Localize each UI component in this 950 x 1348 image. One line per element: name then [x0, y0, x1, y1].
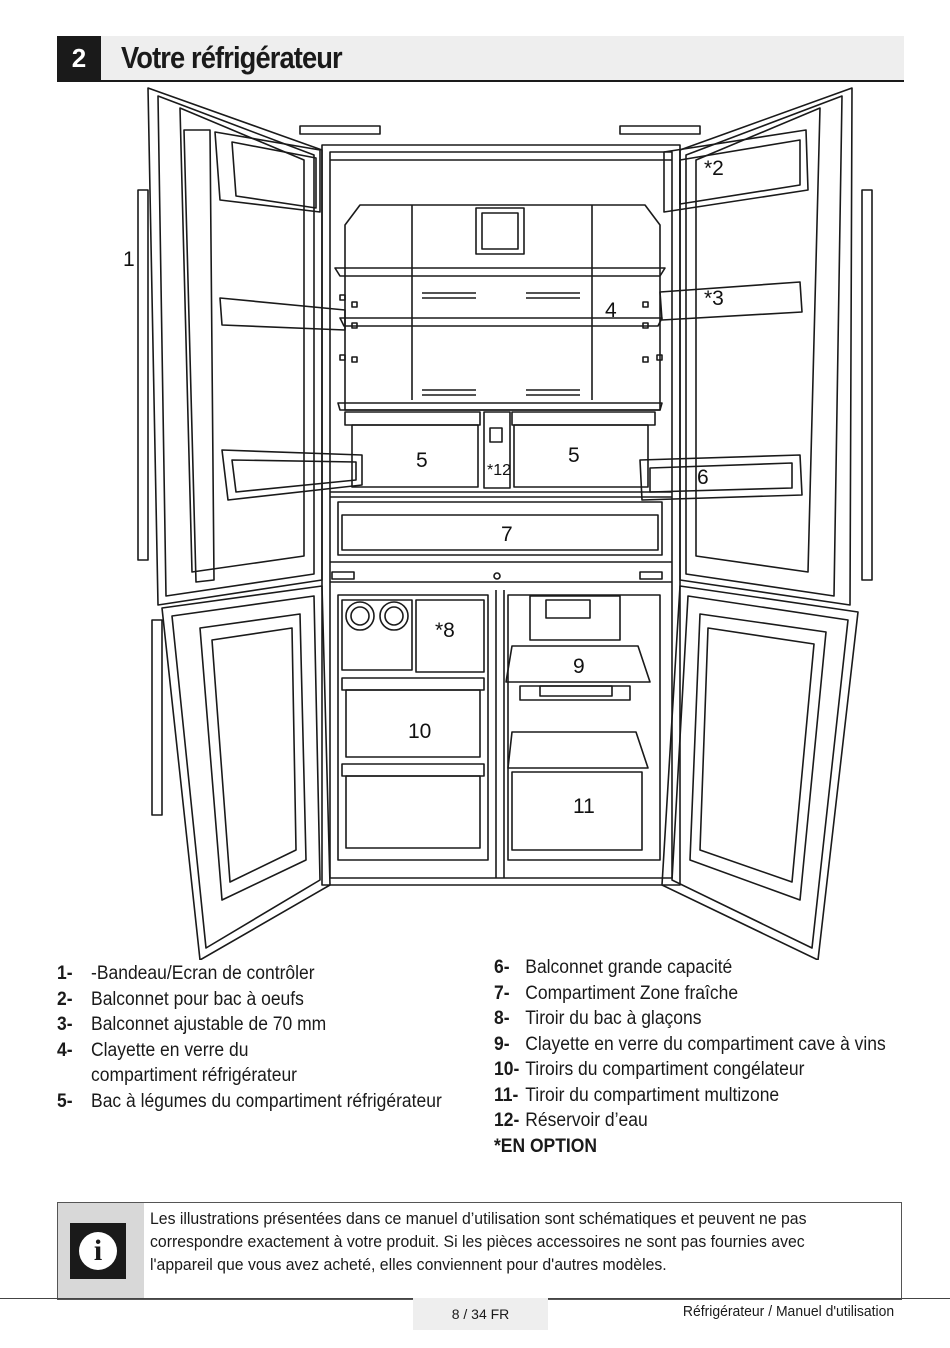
legend-item: 6-Balconnet grande capacité	[494, 957, 733, 978]
legend-item: 11-Tiroir du compartiment multizone	[494, 1084, 780, 1106]
legend-item: 1--Bandeau/Ecran de contrôler	[57, 963, 315, 984]
section-number: 2	[57, 36, 101, 80]
legend-item: 8-Tiroir du bac à glaçons	[494, 1008, 702, 1029]
legend-item: 4-Clayette en verre du compartiment réfr…	[57, 1039, 298, 1087]
callout-4: 4	[605, 299, 617, 322]
callout-5b: 5	[568, 444, 580, 467]
callout-12: *12	[487, 462, 512, 479]
option-note: *EN OPTION	[494, 1135, 597, 1157]
callout-2: *2	[704, 157, 724, 180]
legend-item: 9-Clayette en verre du compartiment cave…	[494, 1033, 886, 1055]
callout-5a: 5	[416, 449, 428, 472]
legend-item: 7-Compartiment Zone fraîche	[494, 982, 739, 1004]
legend-item: 5-Bac à légumes du compartiment réfrigér…	[57, 1090, 442, 1112]
callout-6: 6	[697, 466, 709, 489]
footer-title: Réfrigérateur / Manuel d'utilisation	[682, 1303, 894, 1320]
callout-10: 10	[408, 720, 432, 743]
callout-11: 11	[573, 795, 595, 818]
callout-8: *8	[435, 619, 455, 642]
section-header: 2 Votre réfrigérateur	[57, 36, 904, 82]
info-text: Les illustrations présentées dans ce man…	[150, 1209, 807, 1274]
callout-3: *3	[704, 287, 724, 310]
section-title: Votre réfrigérateur	[121, 40, 343, 75]
page-number: 8 / 34 FR	[413, 1298, 548, 1330]
legend-item: 2- Balconnet pour bac à oeufs	[57, 988, 304, 1010]
info-box: i Les illustrations présentées dans ce m…	[57, 1202, 902, 1300]
legend-item: 3- Balconnet ajustable de 70 mm	[57, 1014, 327, 1035]
callout-7: 7	[501, 523, 513, 546]
cabinet	[137, 87, 873, 960]
callout-9: 9	[573, 655, 585, 678]
fridge-diagram: 1 *2 *3 4 5 5 *12 6 7 *8 9 10 11	[123, 87, 873, 960]
info-icon: i	[70, 1223, 126, 1279]
legend-right: 6-Balconnet grande capacité 7-Compartime…	[494, 955, 908, 1159]
fridge-illustration	[137, 87, 873, 960]
legend-item: 10-Tiroirs du compartiment congélateur	[494, 1059, 805, 1080]
legend-left: 1--Bandeau/Ecran de contrôler 2- Balconn…	[57, 961, 462, 1114]
callout-1: 1	[123, 248, 135, 271]
info-icon-cell: i	[58, 1203, 144, 1299]
legend-item: 12-Réservoir d’eau	[494, 1110, 648, 1131]
